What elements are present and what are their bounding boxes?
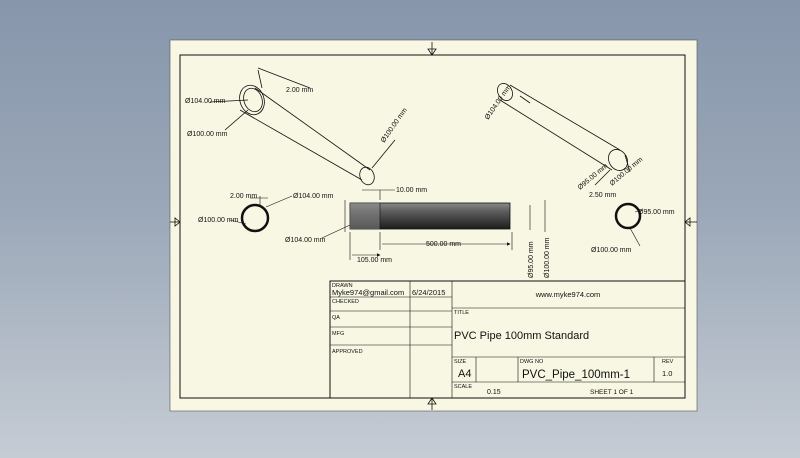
end-view-right[interactable] [614, 202, 643, 247]
side-length-dim: 500.00 mm [426, 241, 461, 248]
drawn-date: 6/24/2015 [412, 288, 445, 297]
side-dia-b-dim: Ø100.00 mm [544, 237, 551, 278]
side-step-dim: 10.00 mm [396, 187, 427, 194]
revision: 1.0 [662, 369, 672, 378]
centering-marks [170, 42, 697, 410]
mfg-label: MFG [332, 331, 344, 337]
scale-value: 0.15 [487, 389, 501, 396]
sheet-number: SHEET 1 OF 1 [590, 389, 634, 396]
checked-label: CHECKED [332, 299, 359, 305]
iso-view-right[interactable] [494, 81, 631, 186]
title-block [329, 280, 686, 399]
dwg-no: PVC_Pipe_100mm-1 [522, 369, 630, 381]
end-view-left[interactable] [229, 195, 293, 233]
approved-label: APPROVED [332, 349, 363, 355]
end-left-inner-dim: Ø100.00 mm [198, 217, 239, 224]
qa-label: QA [332, 315, 340, 321]
rev-label: REV [662, 359, 674, 365]
company-name: www.myke974.com [535, 290, 601, 299]
end-left-wall-dim: 2.00 mm [230, 193, 257, 200]
iso-view-left[interactable] [209, 67, 396, 187]
drawing-title: PVC Pipe 100mm Standard [454, 330, 589, 342]
iso1-inner-dim: Ø100.00 mm [187, 131, 228, 138]
side-offset-dim: 105.00 mm [357, 257, 392, 264]
drawn-by: Myke974@gmail.com [332, 288, 404, 297]
side-dia-a-dim: Ø95.00 mm [528, 241, 535, 278]
iso1-wall-dim: 2.00 mm [286, 87, 313, 94]
end-left-outer-dim: Ø104.00 mm [293, 193, 334, 200]
scale-label: SCALE [454, 384, 472, 390]
title-label: TITLE [454, 310, 469, 316]
sheet-size: A4 [458, 368, 471, 380]
size-label: SIZE [454, 359, 467, 365]
drawn-label: DRAWN [332, 283, 353, 289]
end-right-outer-dim: Ø100.00 mm [591, 247, 632, 254]
end-right-inner-dim: Ø95.00 mm [638, 209, 675, 216]
iso1-outer-dim: Ø104.00 mm [185, 98, 226, 105]
dwg-no-label: DWG NO [520, 359, 544, 365]
side-view[interactable] [321, 189, 546, 260]
iso2-len-dim: 2.50 mm [589, 192, 616, 199]
side-outer-dim: Ø104.00 mm [285, 237, 326, 244]
